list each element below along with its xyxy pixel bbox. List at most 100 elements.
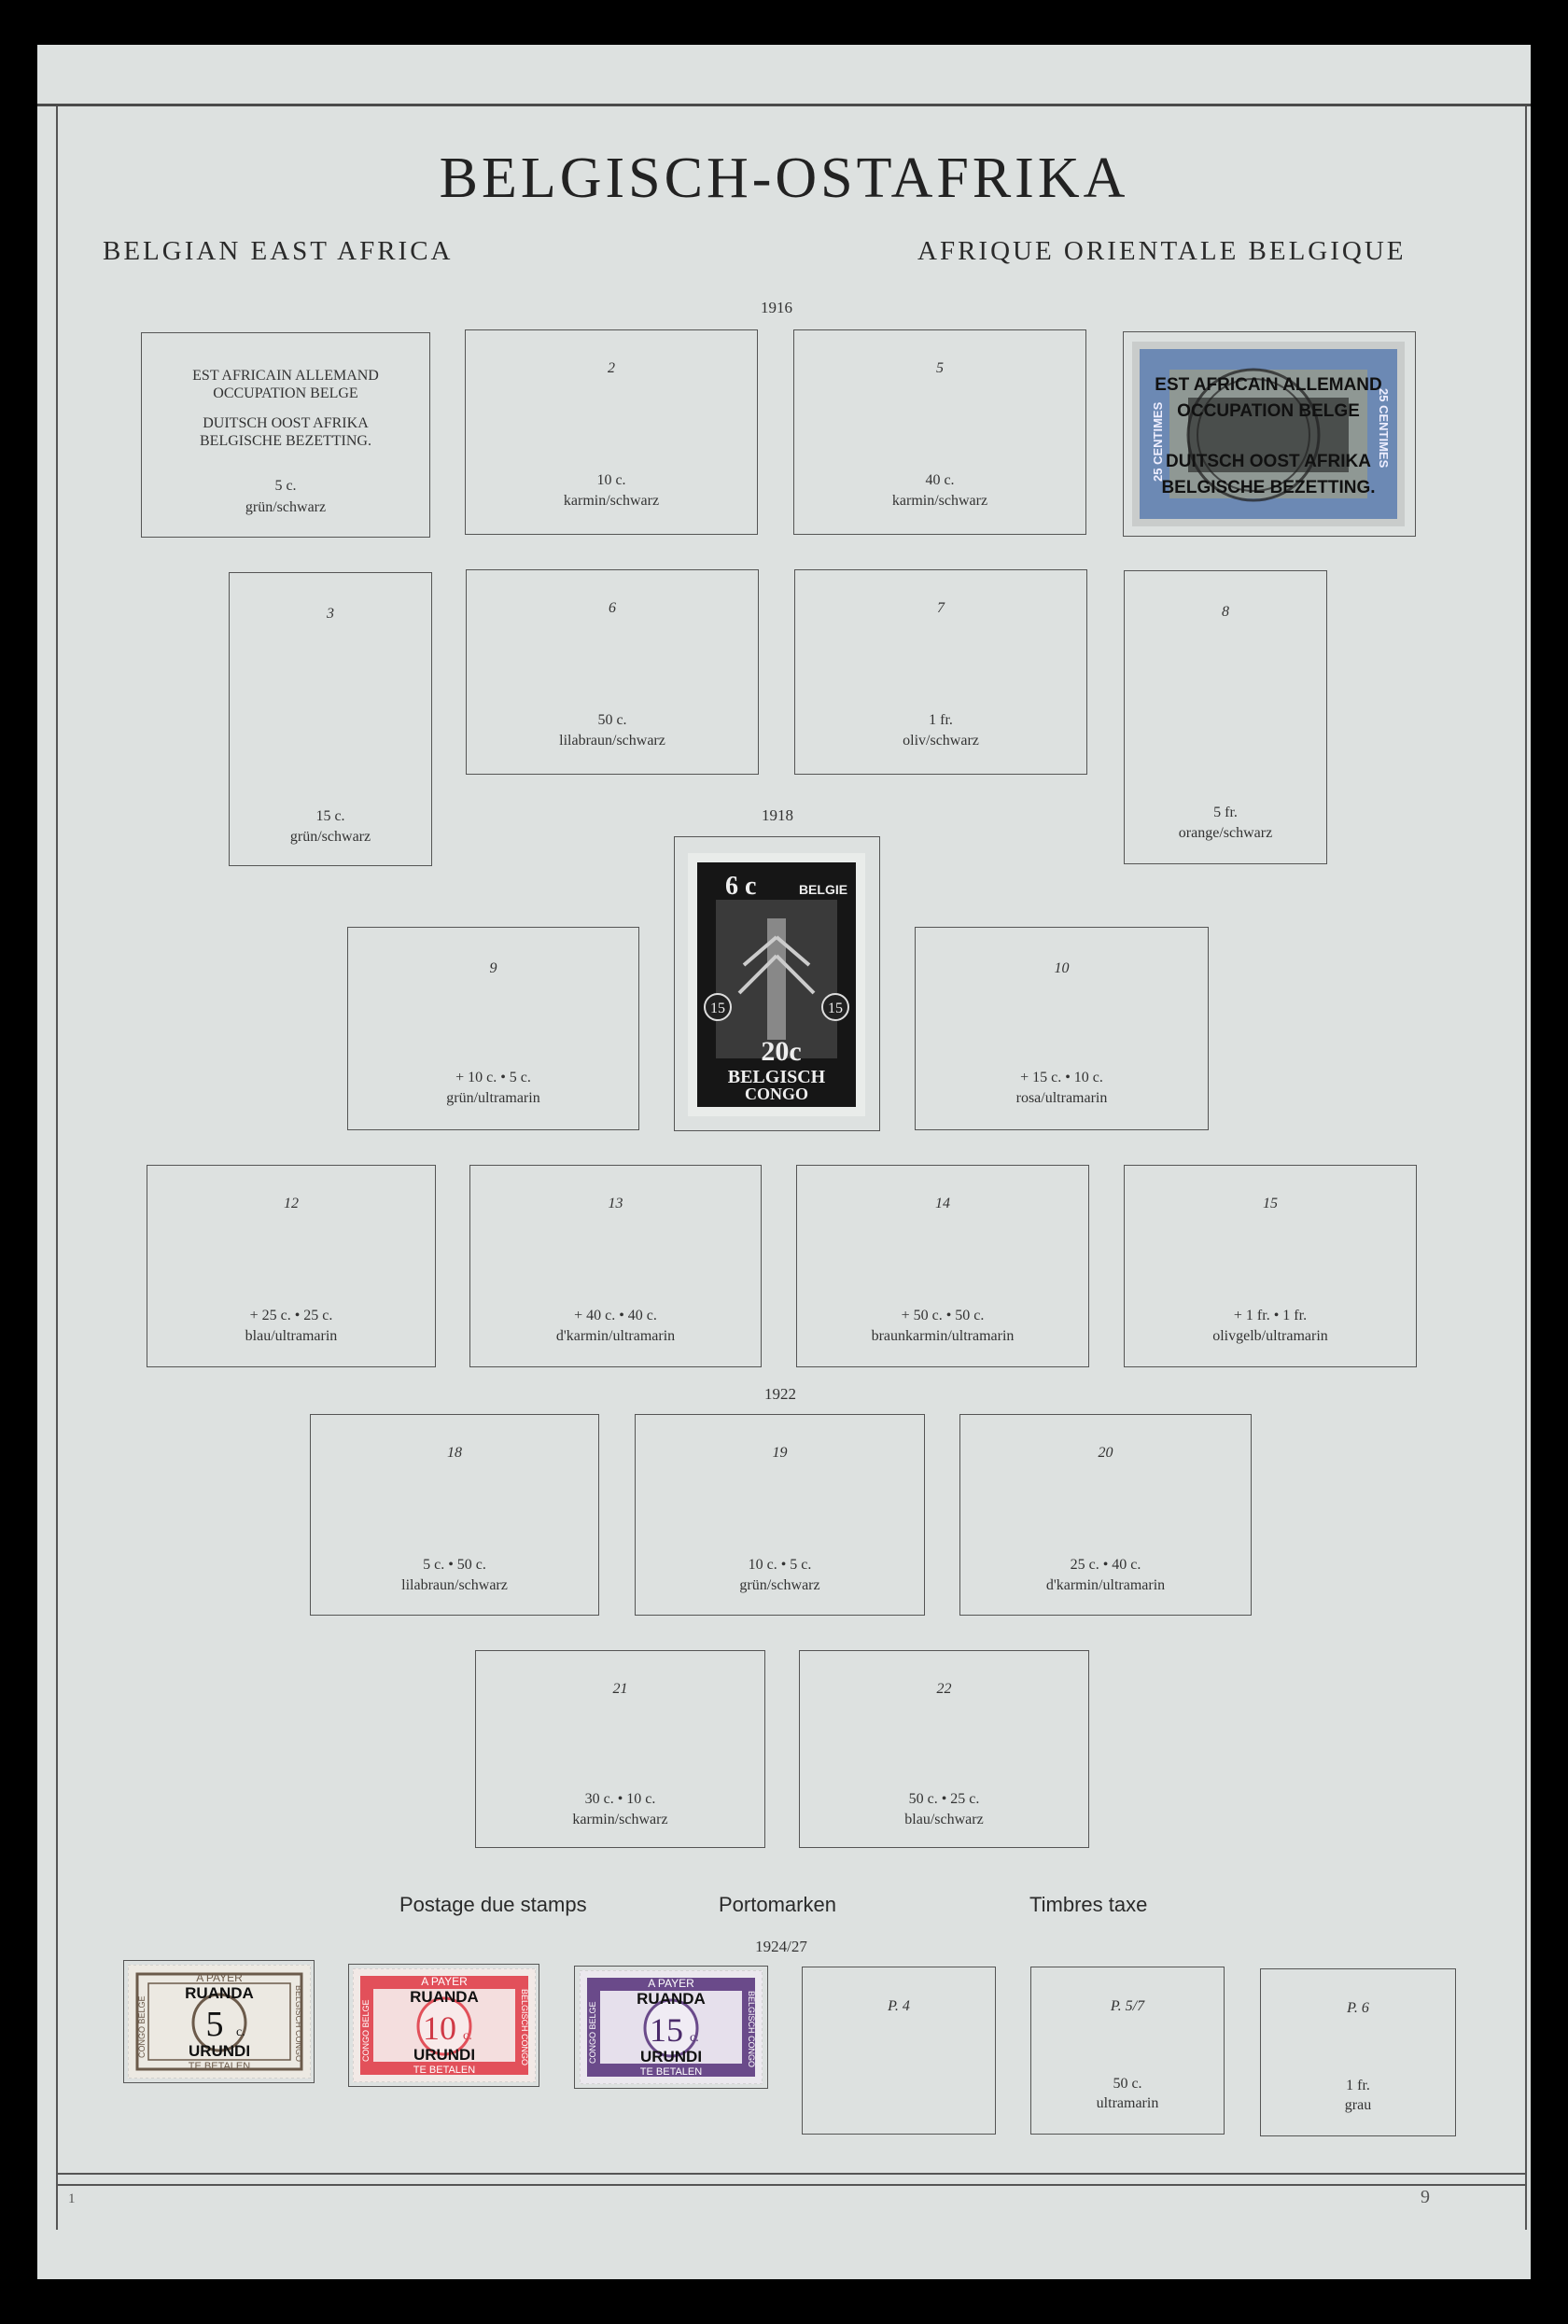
catalog-number: P. 5/7 [1110,1998,1145,2014]
stamp-value: 10 c. • 5 c. [748,1557,812,1573]
stamp-space: 20 25 c. • 40 c. d'karmin/ultramarin [959,1414,1252,1616]
stamp-space [574,1966,768,2089]
stamp-overprint-text: OCCUPATION BELGE [1177,401,1360,421]
catalog-number: 14 [935,1196,950,1211]
stamp-color: lilabraun/schwarz [401,1577,508,1593]
stamp-value-text: 20c [761,1036,801,1067]
stamp-value-text: 6 c [725,872,756,901]
stamp-value: + 10 c. • 5 c. [455,1070,531,1085]
section-heading-french: Timbres taxe [1029,1893,1148,1916]
stamp-value-text: 15 [828,1001,843,1016]
stamp-space [123,1960,315,2083]
stamp-value-text: 15 [710,1001,725,1016]
stamp-color: karmin/schwarz [563,493,660,509]
stamp-value: + 15 c. • 10 c. [1020,1070,1103,1085]
stamp-color: karmin/schwarz [891,493,988,509]
stamp-space: 15 + 1 fr. • 1 fr. olivgelb/ultramarin [1124,1165,1417,1367]
bottom-border-outer [56,2184,1527,2186]
stamp-value: 30 c. • 10 c. [584,1791,656,1807]
catalog-number: 6 [609,600,616,616]
stamp-value: 1 fr. [1346,2078,1370,2093]
overprint-text: EST AFRICAIN ALLEMAND [192,368,379,384]
stamp-color: braunkarmin/ultramarin [871,1328,1015,1344]
stamp-value-text: 10 [423,2009,456,2047]
overprint-text: OCCUPATION BELGE [213,385,358,401]
stamp-overprint-text: URUNDI [640,2048,702,2065]
stamp-value: 15 c. [315,808,345,824]
stamp-color: oliv/schwarz [903,733,979,749]
stamp-text: TE BETALEN [640,2066,702,2078]
catalog-number: 15 [1263,1196,1278,1211]
stamp-space: 12 + 25 c. • 25 c. blau/ultramarin [147,1165,436,1367]
top-rule [37,104,1531,106]
stamp-value: 1 fr. [929,712,953,728]
stamp-color: grün/schwarz [245,499,327,515]
stamp-space: 5 40 c. karmin/schwarz [793,329,1086,535]
stamp-text: A PAYER [648,1977,694,1990]
catalog-number: 7 [937,600,945,616]
year-label: 1924/27 [755,1938,807,1955]
stamp-value: + 25 c. • 25 c. [249,1308,333,1323]
stamp-color: karmin/schwarz [572,1812,668,1827]
stamp-space: EST AFRICAIN ALLEMAND OCCUPATION BELGE D… [141,332,430,538]
stamp-value: 50 c. [597,712,627,728]
catalog-number: 2 [608,360,615,376]
stamp-overprint-text: URUNDI [413,2046,475,2064]
postage-due-stamp-15c: A PAYER RUANDA 15 c. URUNDI TE BETALEN C… [580,1970,763,2084]
stamp-color: orange/schwarz [1178,825,1273,841]
stamp-side-text: CONGO BELGE [361,1999,371,2062]
stamp-text: TE BETALEN [413,2065,475,2076]
catalog-number: 9 [489,960,497,976]
catalog-number: 19 [772,1445,788,1461]
stamp-country-text: BELGIE [799,882,847,897]
stamp-color: grün/ultramarin [446,1090,540,1106]
stamp-side-text: 25 CENTIMES [1151,401,1165,482]
stamp-country-text: CONGO [745,1085,808,1103]
subtitle-english: BELGIAN EAST AFRICA [103,236,454,266]
stamp-side-text: CONGO BELGE [137,1995,147,2058]
stamp-unit-text: c. [690,2031,699,2045]
stamp-country-text: BELGISCH [728,1067,826,1087]
year-label: 1918 [762,806,793,824]
stamp-space: 21 30 c. • 10 c. karmin/schwarz [475,1650,765,1848]
catalog-number: 3 [327,606,334,622]
overprint-text: BELGISCHE BEZETTING. [200,433,371,449]
stamp-color: blau/schwarz [904,1812,984,1827]
stamp-color: grün/schwarz [289,829,371,845]
postage-due-stamp-10c: A PAYER RUANDA 10 c. URUNDI TE BETALEN C… [353,1968,536,2082]
stamp-space [348,1964,539,2087]
stamp-color: d'karmin/ultramarin [555,1328,676,1344]
stamp-text: TE BETALEN [189,2061,250,2072]
stamp-color: blau/ultramarin [245,1328,338,1344]
subtitle-french: AFRIQUE ORIENTALE BELGIQUE [917,236,1407,266]
stamp-space: 2 10 c. karmin/schwarz [465,329,758,535]
catalog-number: 12 [284,1196,299,1211]
stamp-side-text: BELGISCH CONGO [747,1991,756,2067]
stamp-color: ultramarin [1096,2095,1159,2111]
stamp-color: grau [1344,2097,1372,2113]
stamp-space: 18 5 c. • 50 c. lilabraun/schwarz [310,1414,599,1616]
stamp-space: 19 10 c. • 5 c. grün/schwarz [635,1414,925,1616]
section-heading-german: Portomarken [719,1893,836,1916]
right-border [1525,106,1527,2230]
page-title: BELGISCH-OSTAFRIKA [439,147,1129,210]
stamp-space: 10 + 15 c. • 10 c. rosa/ultramarin [915,927,1209,1130]
page-marker-left: 1 [68,2191,76,2206]
stamp-value: + 1 fr. • 1 fr. [1233,1308,1308,1323]
stamp-overprint-text: RUANDA [637,1990,706,2008]
stamp-unit-text: c. [236,2025,245,2039]
stamp-space: 13 + 40 c. • 40 c. d'karmin/ultramarin [469,1165,762,1367]
stamp-value: 10 c. [596,472,626,488]
catalog-number: 20 [1098,1445,1113,1461]
stamp-value: 50 c. • 25 c. [908,1791,980,1807]
stamp-value: 5 fr. [1213,805,1238,820]
bottom-border [56,2173,1527,2175]
stamp-overprint-text: RUANDA [410,1988,479,2006]
catalog-number: 8 [1222,604,1229,620]
stamp-value: 25 c. • 40 c. [1070,1557,1141,1573]
stamp-space: P. 4 [802,1967,996,2135]
stamp-side-text: BELGISCH CONGO [294,1985,303,2062]
stamp-value-text: 15 [650,2011,683,2049]
stamp-space: P. 6 1 fr. grau [1260,1968,1456,2136]
stamp-text: A PAYER [421,1975,468,1988]
